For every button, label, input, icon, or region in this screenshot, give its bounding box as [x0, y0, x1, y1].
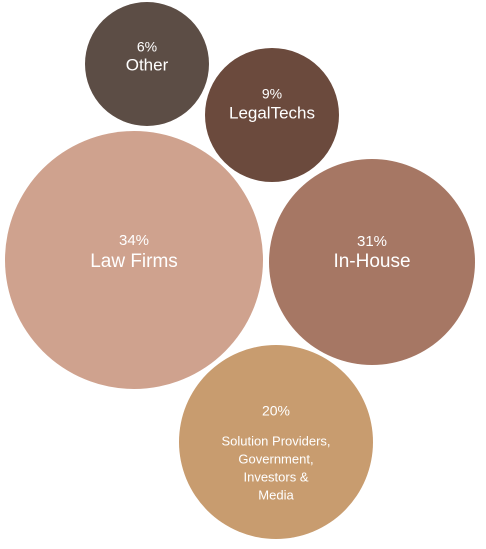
category-label-solution-providers-government-investors-media-line-4: Media [258, 487, 294, 502]
bubble-other: 6%Other [85, 2, 209, 126]
bubble-circle-in-house [269, 159, 475, 365]
category-label-legaltechs: LegalTechs [229, 103, 315, 122]
category-label-in-house: In-House [333, 251, 410, 272]
bubble-in-house: 31%In-House [269, 159, 475, 365]
value-label-in-house: 31% [357, 233, 387, 250]
value-label-other: 6% [137, 39, 157, 55]
bubble-legaltechs: 9%LegalTechs [205, 48, 339, 182]
bubble-circle-solution-providers-government-investors-media [179, 345, 373, 539]
value-label-law-firms: 34% [119, 232, 149, 249]
value-label-legaltechs: 9% [262, 86, 282, 102]
bubble-circle-other [85, 2, 209, 126]
category-label-other: Other [126, 55, 169, 74]
bubble-circle-legaltechs [205, 48, 339, 182]
category-label-solution-providers-government-investors-media-line-3: Investors & [243, 469, 308, 484]
category-label-solution-providers-government-investors-media-line-1: Solution Providers, [221, 433, 330, 448]
value-label-solution-providers-government-investors-media: 20% [262, 403, 290, 419]
category-label-law-firms: Law Firms [90, 251, 178, 272]
bubble-circle-law-firms [5, 131, 263, 389]
bubble-solution-providers-government-investors-media: 20% Solution Providers, Government, Investo… [179, 345, 373, 539]
category-label-solution-providers-government-investors-media-line-2: Government, [238, 451, 313, 466]
bubble-law-firms: 34% Law Firms [5, 131, 263, 389]
